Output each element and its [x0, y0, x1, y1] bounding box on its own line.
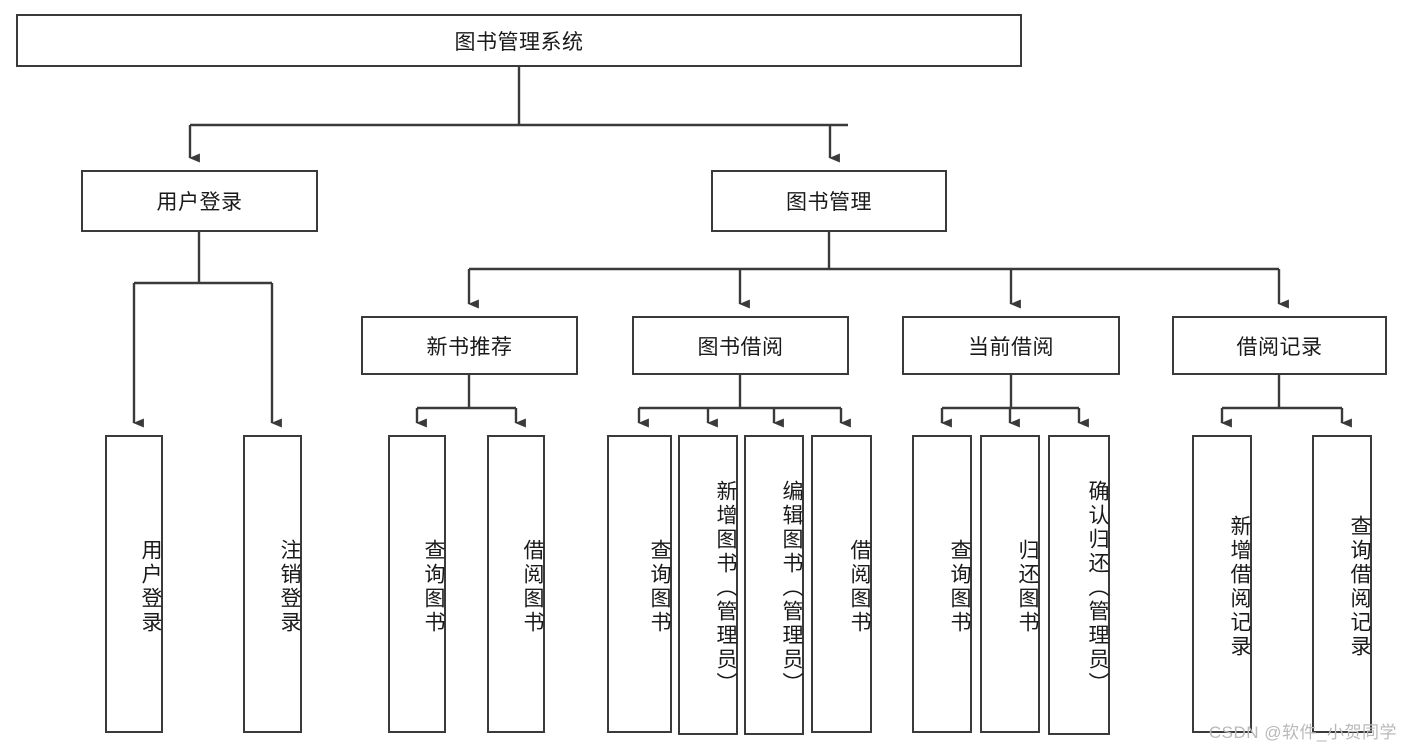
leaf-borrow-book-label: 借阅图书 — [848, 539, 871, 635]
leaf-return-book-label: 归还图书 — [1016, 539, 1039, 635]
node-user-login-label: 用户登录 — [156, 191, 243, 214]
leaf-query-book-borrow-label: 查询图书 — [648, 539, 671, 635]
leaf-borrow-book-recommend[interactable]: 借阅图书 — [487, 435, 545, 733]
leaf-confirm-return-admin-label: 确认归还（管理员） — [1086, 480, 1109, 696]
leaf-add-book-admin-label: 新增图书（管理员） — [714, 480, 737, 696]
leaf-query-book-borrow[interactable]: 查询图书 — [607, 435, 672, 733]
node-current-borrow[interactable]: 当前借阅 — [902, 316, 1120, 375]
leaf-logout-label: 注销登录 — [278, 539, 301, 635]
leaf-edit-book-admin-label: 编辑图书（管理员） — [780, 480, 803, 696]
leaf-add-borrow-record-label: 新增借阅记录 — [1228, 515, 1251, 659]
node-book-borrow[interactable]: 图书借阅 — [632, 316, 849, 375]
leaf-query-book-current[interactable]: 查询图书 — [912, 435, 972, 733]
csdn-watermark: CSDN @软件_小贺同学 — [1208, 723, 1397, 742]
leaf-logout[interactable]: 注销登录 — [243, 435, 302, 733]
leaf-add-borrow-record[interactable]: 新增借阅记录 — [1192, 435, 1252, 733]
node-borrow-record-label: 借阅记录 — [1236, 335, 1323, 359]
node-book-manage[interactable]: 图书管理 — [711, 170, 947, 232]
node-book-manage-label: 图书管理 — [786, 191, 872, 214]
leaf-return-book[interactable]: 归还图书 — [980, 435, 1040, 733]
node-user-login[interactable]: 用户登录 — [81, 170, 318, 232]
leaf-edit-book-admin[interactable]: 编辑图书（管理员） — [744, 435, 804, 735]
leaf-query-book-recommend[interactable]: 查询图书 — [388, 435, 446, 733]
node-root[interactable]: 图书管理系统 — [16, 14, 1022, 67]
leaf-borrow-book-recommend-label: 借阅图书 — [521, 539, 544, 635]
leaf-user-login[interactable]: 用户登录 — [105, 435, 163, 733]
leaf-query-borrow-record[interactable]: 查询借阅记录 — [1312, 435, 1372, 733]
leaf-user-login-label: 用户登录 — [139, 539, 162, 635]
leaf-query-book-current-label: 查询图书 — [948, 539, 971, 635]
node-root-label: 图书管理系统 — [454, 30, 584, 54]
node-borrow-record[interactable]: 借阅记录 — [1172, 316, 1387, 375]
leaf-add-book-admin[interactable]: 新增图书（管理员） — [678, 435, 738, 735]
node-book-borrow-label: 图书借阅 — [697, 335, 784, 359]
node-new-book-recommend[interactable]: 新书推荐 — [361, 316, 578, 375]
leaf-query-book-recommend-label: 查询图书 — [422, 539, 445, 635]
leaf-borrow-book[interactable]: 借阅图书 — [811, 435, 872, 733]
node-current-borrow-label: 当前借阅 — [968, 335, 1054, 359]
leaf-confirm-return-admin[interactable]: 确认归还（管理员） — [1048, 435, 1110, 735]
node-new-book-recommend-label: 新书推荐 — [426, 335, 513, 359]
leaf-query-borrow-record-label: 查询借阅记录 — [1348, 515, 1371, 659]
